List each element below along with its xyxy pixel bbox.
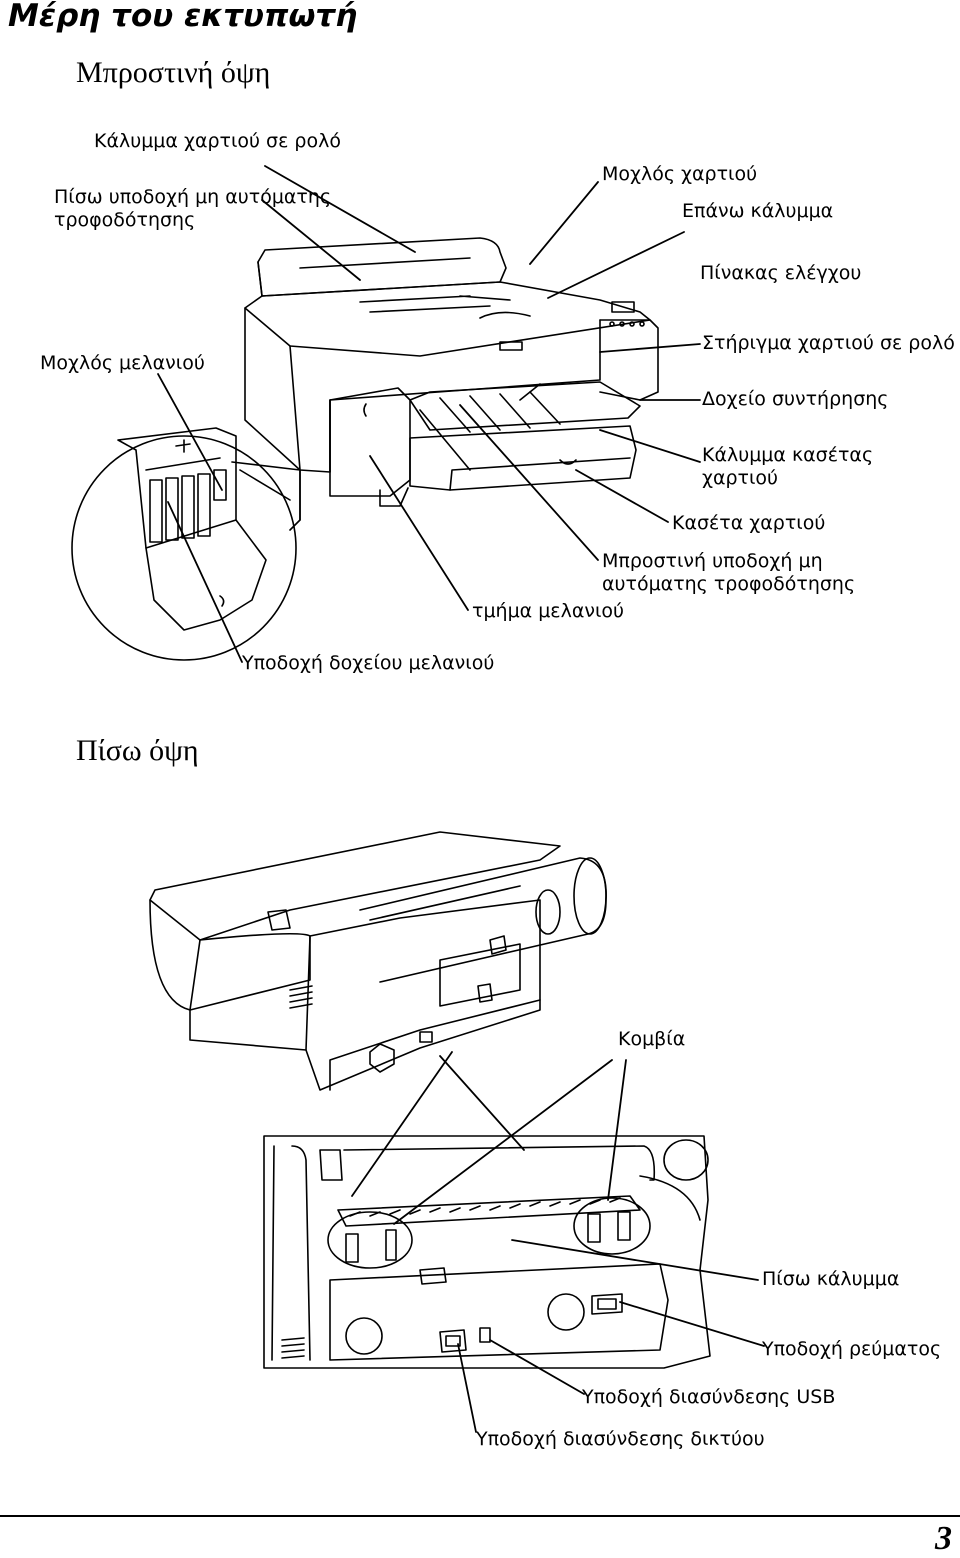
label-rear-cover: Πίσω κάλυμμα <box>762 1268 900 1290</box>
label-ink-cartridge-slot: Υποδοχή δοχείου μελανιού <box>242 652 495 674</box>
label-roll-paper-holder: Στήριγμα χαρτιού σε ρολό <box>702 332 955 354</box>
label-rear-manual-feed-slot: Πίσω υποδοχή μη αυτόματης τροφοδότησης <box>54 186 332 231</box>
front-printer-drawing <box>244 237 659 531</box>
label-ink-compartment: τμήμα μελανιού <box>472 600 625 622</box>
label-ac-inlet: Υποδοχή ρεύματος <box>762 1338 942 1360</box>
label-roll-paper-cover: Κάλυμμα χαρτιού σε ρολό <box>94 130 341 152</box>
label-paper-cassette: Κασέτα χαρτιού <box>672 512 826 534</box>
front-leader-lines <box>157 165 701 663</box>
label-top-cover: Επάνω κάλυμμα <box>682 200 834 222</box>
label-paper-lever: Μοχλός χαρτιού <box>602 163 758 185</box>
label-maintenance-tank: Δοχείο συντήρησης <box>702 388 889 410</box>
label-network-port: Υποδοχή διασύνδεσης δικτύου <box>476 1428 765 1450</box>
front-view-heading: Μπροστινή όψη <box>76 56 271 89</box>
rear-leader-lines <box>351 1051 765 1433</box>
label-front-manual-feed-slot: Μπροστινή υποδοχή μη αυτόματης τροφοδότη… <box>602 550 856 595</box>
footer-rule <box>0 1515 960 1517</box>
label-knobs: Κομβία <box>618 1028 686 1050</box>
rear-view-heading: Πίσω όψη <box>76 734 199 767</box>
label-paper-cassette-cover: Κάλυμμα κασέτας χαρτιού <box>702 444 874 489</box>
page-title: Μέρη του εκτυπωτή <box>8 0 358 34</box>
rear-detail-box <box>263 1135 711 1369</box>
label-ink-lever: Μοχλός μελανιού <box>40 352 205 374</box>
ink-compartment-zoom <box>71 427 301 661</box>
label-usb-port: Υποδοχή διασύνδεσης USB <box>582 1386 836 1408</box>
label-control-panel: Πίνακας ελέγχου <box>700 262 862 284</box>
page-number: 3 <box>935 1520 952 1557</box>
rear-printer-drawing <box>149 831 607 1091</box>
